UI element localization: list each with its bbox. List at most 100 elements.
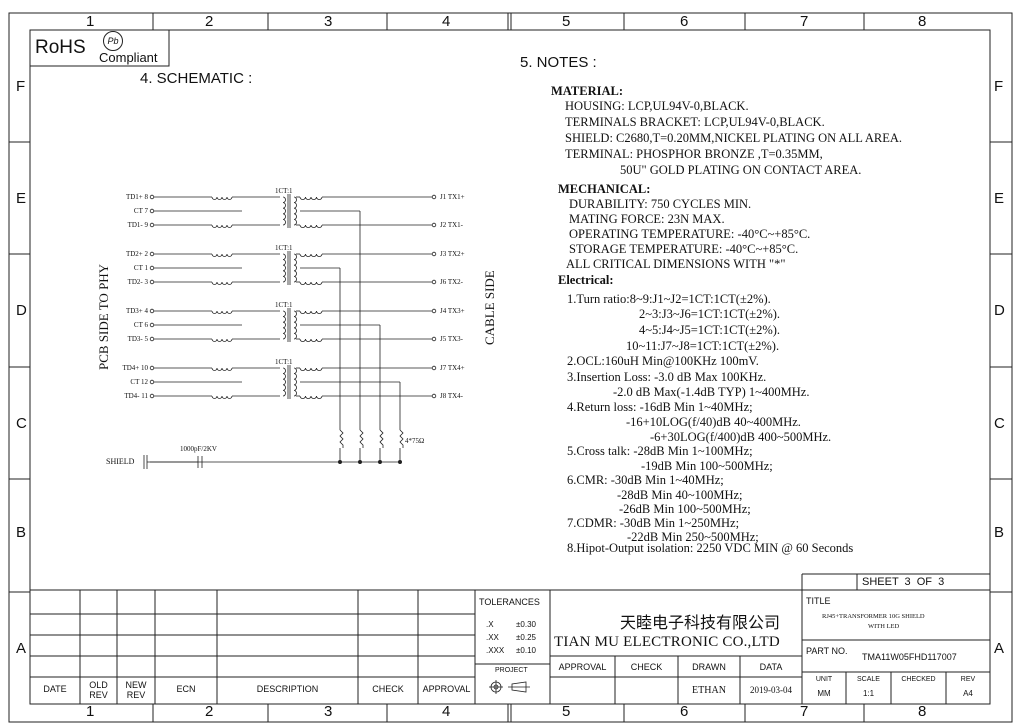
checked-label: CHECKED (901, 676, 936, 683)
right-pin-label: J8 TX4- (440, 392, 464, 400)
left-pin-label: TD1- 9 (127, 221, 148, 229)
material-line: HOUSING: LCP,UL94V-0,BLACK. (565, 99, 749, 113)
schematic-diagram (143, 194, 437, 469)
col-label-6: 6 (680, 13, 689, 30)
sheet-indicator: SHEET 3 OF 3 (862, 576, 944, 588)
material-line: TERMINAL: PHOSPHOR BRONZE ,T=0.35MM, (565, 147, 823, 161)
sheet-total: 3 (938, 576, 945, 588)
ratio-label-3: 1CT:1 (275, 301, 293, 309)
tol-x: .X (486, 620, 494, 629)
row-label-d: D (16, 302, 27, 319)
left-pin-label: TD3+ 4 (125, 307, 148, 315)
row-label-f: F (16, 78, 26, 95)
electrical-line: 4.Return loss: -16dB Min 1~40MHz; (567, 400, 753, 414)
col-label-2: 2 (205, 13, 214, 30)
right-pin-label: J6 TX2- (440, 278, 464, 286)
electrical-line: 1.Turn ratio:8~9:J1~J2=1CT:1CT(±2%). (567, 292, 771, 306)
signoff-data: DATA (759, 662, 783, 672)
scale-value: 1:1 (862, 689, 875, 698)
title-line-1: RJ45+TRANSFORMER 10G SHIELD (822, 613, 925, 620)
row-label-a: A (16, 640, 27, 657)
rev-header-old: OLD REV (89, 680, 108, 700)
left-pin-label: TD1+ 8 (125, 193, 148, 201)
col-label-1b: 1 (86, 703, 95, 720)
row-label-b-right: B (994, 524, 1005, 541)
electrical-line: -16+10LOG(f/40)dB 40~400MHz. (626, 415, 801, 429)
electrical-line: 2~3:J3~J6=1CT:1CT(±2%). (639, 307, 781, 321)
company-name-cn: 天睦电子科技有限公司 (620, 615, 781, 632)
title-label: TITLE (806, 596, 831, 606)
part-no-label: PART NO. (806, 646, 848, 656)
third-angle-projection-icon (489, 680, 530, 694)
sheet-label: SHEET (862, 576, 899, 588)
col-label-8: 8 (918, 13, 927, 30)
row-label-e: E (16, 190, 27, 207)
mechanical-line: STORAGE TEMPERATURE: -40°C~+85°C. (569, 242, 799, 256)
projection-label: PROJECT (495, 667, 528, 674)
col-label-8b: 8 (918, 703, 927, 720)
signoff-drawn: DRAWN (692, 662, 726, 672)
drawn-by: ETHAN (692, 685, 726, 696)
row-label-c: C (16, 415, 27, 432)
col-label-4: 4 (442, 13, 451, 30)
electrical-line: -26dB Min 100~500MHz; (619, 502, 751, 516)
electrical-line: -22dB Min 250~500MHz; (627, 530, 759, 544)
col-label-3b: 3 (324, 703, 333, 720)
col-label-5b: 5 (562, 703, 571, 720)
rohs-label: RoHS (35, 37, 86, 58)
electrical-line: 2.OCL:160uH Min@100KHz 100mV. (567, 354, 759, 368)
rev-header-date: DATE (43, 684, 67, 694)
signoff-check: CHECK (630, 662, 663, 672)
rev-header-approval: APPROVAL (422, 684, 471, 694)
ratio-label-4: 1CT:1 (275, 358, 293, 366)
electrical-line: 4~5:J4~J5=1CT:1CT(±2%). (639, 323, 781, 337)
left-pin-label: CT 1 (133, 264, 148, 272)
left-pin-label: TD3- 5 (127, 335, 148, 343)
right-pin-label: J2 TX1- (440, 221, 464, 229)
right-pin-label: J1 TX1+ (440, 193, 465, 201)
mechanical-line: ALL CRITICAL DIMENSIONS WITH "*" (566, 257, 786, 271)
row-label-b: B (16, 524, 27, 541)
col-label-4b: 4 (442, 703, 451, 720)
rev-label: REV (960, 676, 976, 683)
rev-header-description: DESCRIPTION (256, 684, 319, 694)
material-line: TERMINALS BRACKET: LCP,UL94V-0,BLACK. (565, 115, 825, 129)
title-line-2: WITH LED (868, 623, 900, 630)
rev-value: A4 (963, 689, 973, 698)
left-pin-label: TD2- 3 (127, 278, 148, 286)
material-line: SHIELD: C2680,T=0.20MM,NICKEL PLATING ON… (565, 131, 903, 145)
electrical-line: -2.0 dB Max(-1.4dB TYP) 1~400MHz. (613, 385, 810, 399)
ratio-label-1: 1CT:1 (275, 187, 293, 195)
shield-label: SHIELD (106, 457, 135, 466)
electrical-line: 7.CDMR: -30dB Min 1~250MHz; (567, 516, 740, 530)
tol-xx: .XX (486, 633, 499, 642)
col-label-1: 1 (86, 13, 95, 30)
col-label-2b: 2 (205, 703, 214, 720)
mechanical-title: MECHANICAL: (558, 182, 651, 196)
electrical-line: 8.Hipot-Output isolation: 2250 VDC MIN @… (567, 541, 854, 555)
part-number: TMA11W05FHD117007 (862, 652, 957, 662)
tol-xxx: .XXX (486, 646, 505, 655)
tol-xxx-val: ±0.10 (516, 646, 536, 655)
resistor-label: 4*75Ω (405, 437, 425, 445)
left-pin-label: TD4+ 10 (122, 364, 148, 372)
row-label-e-right: E (994, 190, 1005, 207)
rev-header-check: CHECK (372, 684, 404, 694)
mechanical-line: MATING FORCE: 23N MAX. (569, 212, 725, 226)
cable-side-label: CABLE SIDE (482, 270, 497, 345)
col-label-7: 7 (800, 13, 809, 30)
capacitor-label: 1000pF/2KV (180, 445, 217, 453)
col-label-5: 5 (562, 13, 571, 30)
left-pin-label: CT 7 (133, 207, 148, 215)
signoff-approval: APPROVAL (558, 662, 607, 672)
sheet-of: OF (916, 576, 933, 588)
electrical-line: -6+30LOG(f/400)dB 400~500MHz. (650, 430, 832, 444)
row-label-d-right: D (994, 302, 1005, 319)
ratio-label-2: 1CT:1 (275, 244, 293, 252)
drawn-date: 2019-03-04 (750, 685, 792, 695)
rohs-compliant-label: Compliant (99, 50, 158, 65)
electrical-line: -19dB Min 100~500MHz; (641, 459, 773, 473)
row-label-c-right: C (994, 415, 1005, 432)
left-pin-label: TD2+ 2 (125, 250, 148, 258)
